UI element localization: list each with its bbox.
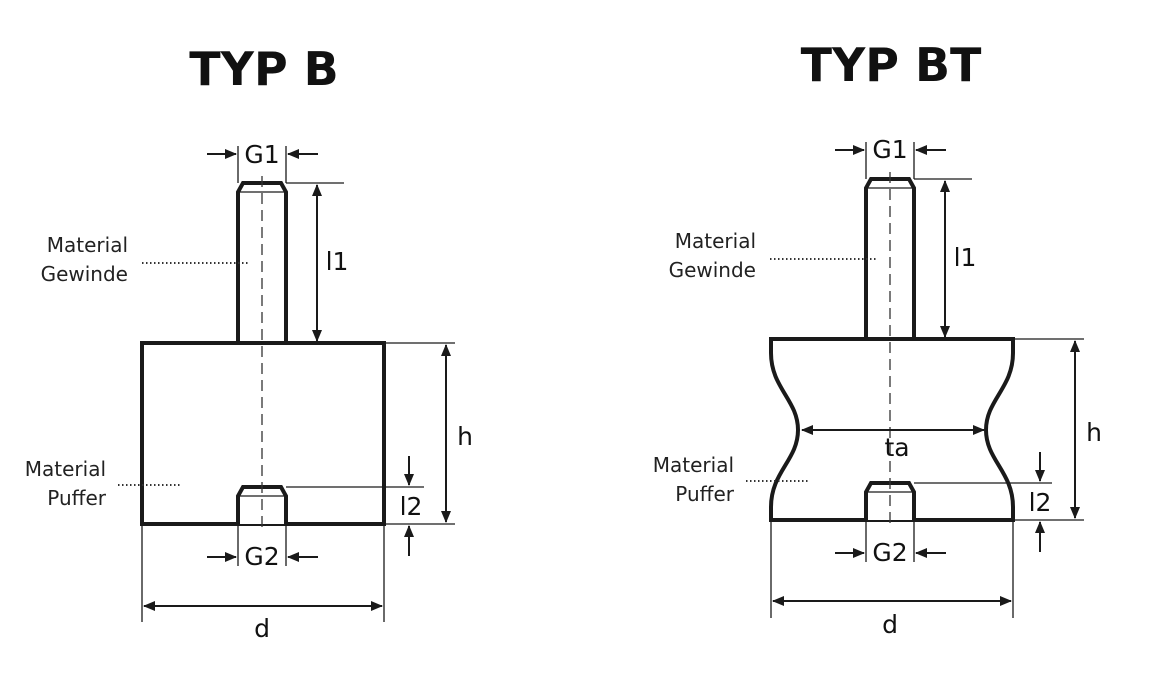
- type-bt-buffer-material-label: Material: [653, 453, 734, 477]
- type-b-g2-label: G2: [244, 542, 279, 571]
- type-b-buffer-material-label: Material: [25, 457, 106, 481]
- type-b-drawing: TYP B G1 l1 h l2 G2: [25, 42, 473, 643]
- type-b-l1-label: l1: [326, 247, 349, 276]
- svg-text:Puffer: Puffer: [47, 486, 106, 510]
- type-bt-drawing: TYP BT G1 l1 h ta l2: [653, 38, 1102, 639]
- type-bt-title: TYP BT: [801, 38, 982, 92]
- type-bt-l2-label: l2: [1029, 488, 1052, 517]
- type-bt-g1-label: G1: [872, 135, 907, 164]
- type-bt-thread-material-label: Material: [675, 229, 756, 253]
- svg-text:Gewinde: Gewinde: [41, 262, 128, 286]
- svg-text:Gewinde: Gewinde: [669, 258, 756, 282]
- type-b-title: TYP B: [189, 42, 338, 96]
- type-bt-h-label: h: [1086, 418, 1102, 447]
- type-b-d-label: d: [254, 614, 270, 643]
- type-b-g1-label: G1: [244, 140, 279, 169]
- svg-text:Puffer: Puffer: [675, 482, 734, 506]
- type-b-thread-material-label: Material: [47, 233, 128, 257]
- type-bt-d-label: d: [882, 610, 898, 639]
- type-bt-ta-label: ta: [884, 433, 909, 462]
- type-b-l2-label: l2: [400, 492, 423, 521]
- type-bt-l1-label: l1: [954, 243, 977, 272]
- type-bt-g2-label: G2: [872, 538, 907, 567]
- type-b-h-label: h: [457, 422, 473, 451]
